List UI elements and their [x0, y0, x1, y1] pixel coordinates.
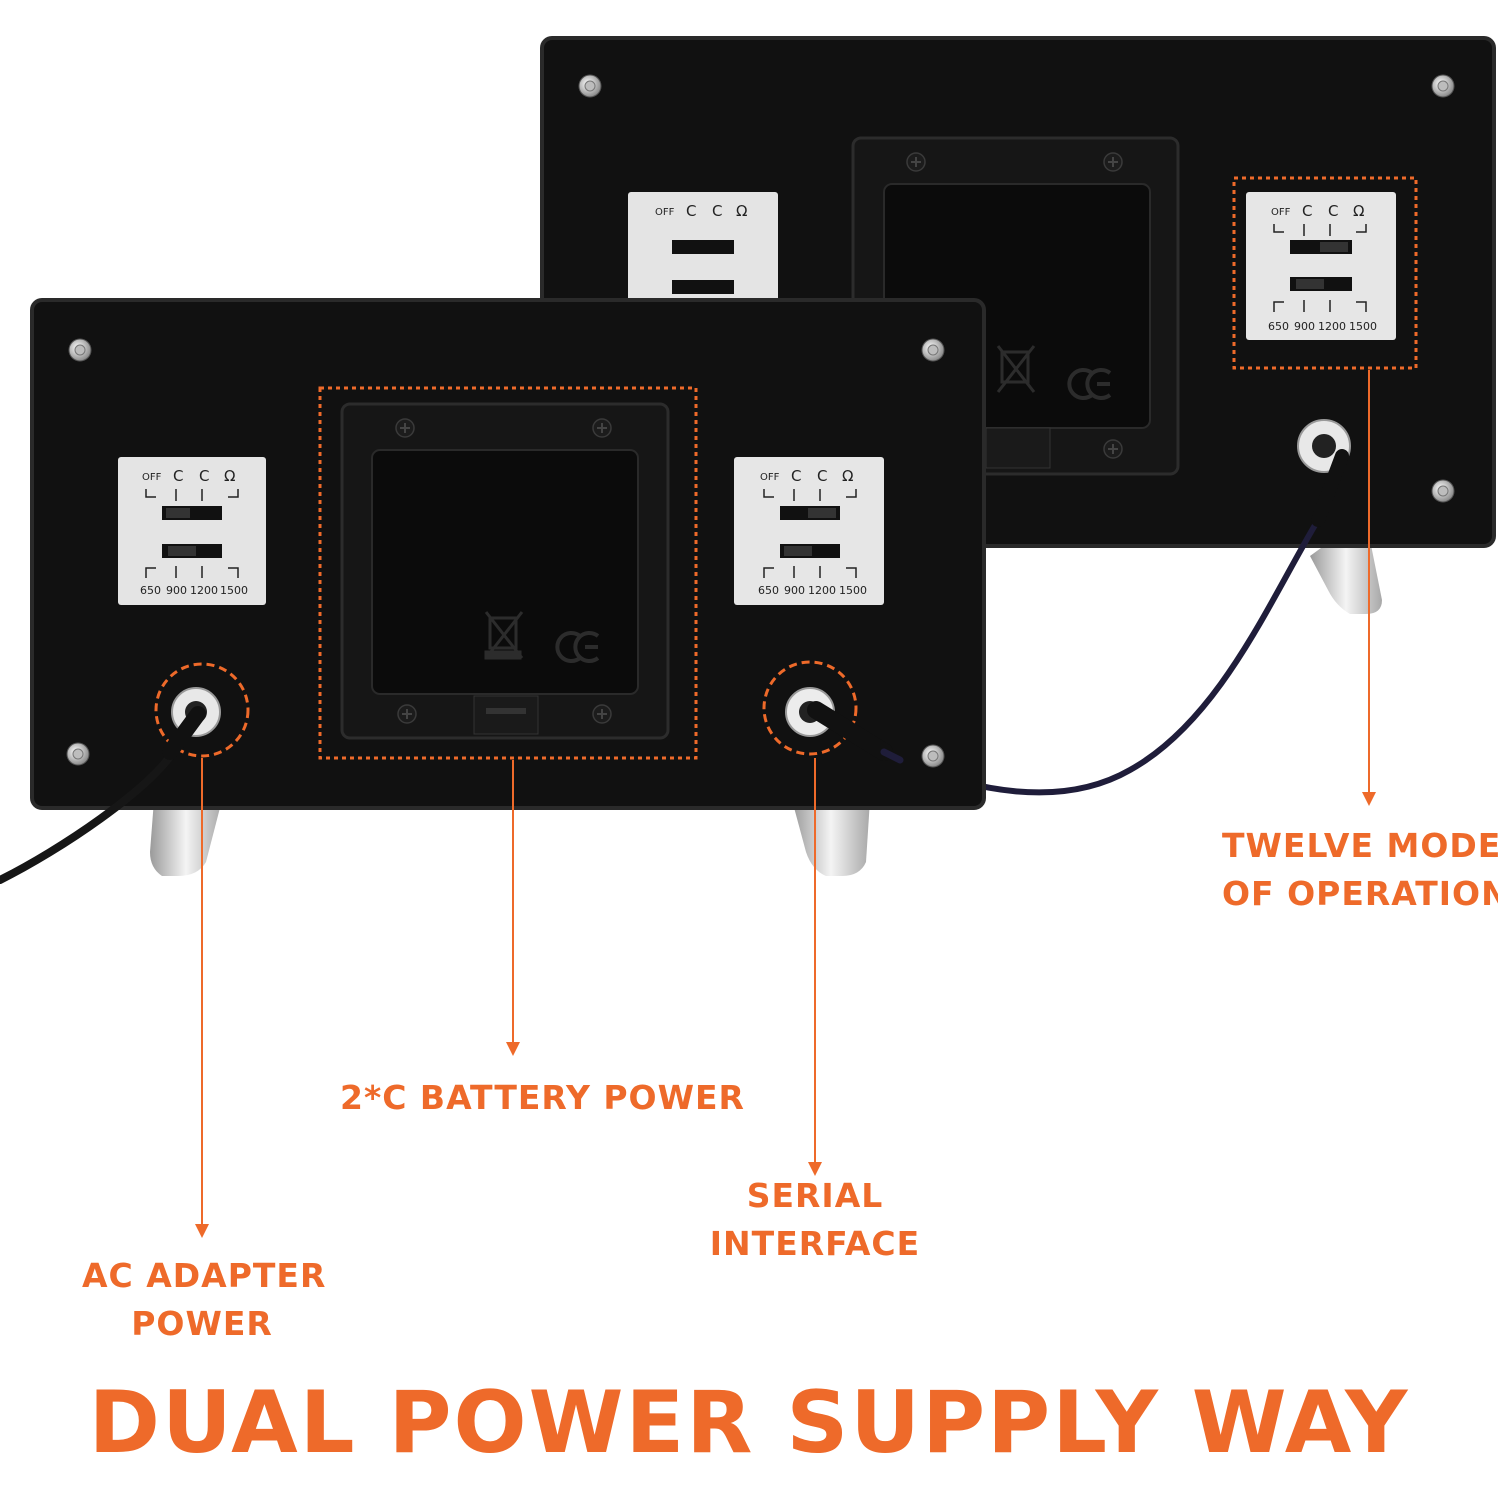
screw-icon: [395, 418, 415, 438]
svg-text:Ω: Ω: [842, 467, 853, 485]
battery-power-line1: 2*C BATTERY POWER: [340, 1078, 745, 1117]
screw-icon: [592, 704, 612, 724]
serial-interface-label: SERIAL INTERFACE: [700, 1172, 930, 1268]
svg-text:C: C: [1328, 202, 1338, 220]
twelve-modes-line2: OF OPERATION: [1222, 874, 1498, 913]
screw-icon: [1431, 74, 1455, 98]
svg-text:C: C: [791, 467, 801, 485]
svg-text:1500: 1500: [220, 584, 248, 597]
ce-mark-icon: [555, 631, 600, 663]
front-device: OFF C C Ω 650 900 1200 1500 OFF C C Ω 65…: [0, 298, 986, 884]
svg-text:OFF: OFF: [142, 472, 162, 483]
back-left-switch-panel: OFF C C Ω: [628, 192, 778, 302]
svg-text:OFF: OFF: [1271, 207, 1291, 218]
front-right-switch-panel: OFF C C Ω 650 900 1200 1500: [734, 457, 884, 605]
serial-line2: INTERFACE: [709, 1224, 921, 1263]
ac-adapter-label: AC ADAPTER POWER: [82, 1252, 327, 1348]
battery-latch: [473, 695, 539, 735]
screw-icon: [592, 418, 612, 438]
callout-lines: [195, 370, 1376, 1238]
svg-text:650: 650: [140, 584, 161, 597]
screw-icon: [1103, 152, 1123, 172]
svg-text:900: 900: [784, 584, 805, 597]
serial-line1: SERIAL: [746, 1176, 884, 1215]
screw-icon: [578, 74, 602, 98]
battery-power-label: 2*C BATTERY POWER: [340, 1074, 745, 1122]
ce-mark-icon: [1067, 368, 1112, 400]
svg-text:C: C: [1302, 202, 1312, 220]
twelve-modes-line1: TWELVE MODES: [1222, 826, 1498, 865]
svg-text:Ω: Ω: [736, 202, 747, 220]
svg-text:C: C: [173, 467, 183, 485]
weee-bin-icon: [484, 611, 524, 660]
battery-highlight: [318, 386, 698, 760]
back-stand-foot: [1310, 540, 1382, 614]
svg-text:1500: 1500: [839, 584, 867, 597]
serial-port-highlight: [762, 660, 858, 756]
svg-text:900: 900: [166, 584, 187, 597]
svg-text:1500: 1500: [1349, 320, 1377, 333]
screw-icon: [397, 704, 417, 724]
svg-text:OFF: OFF: [760, 472, 780, 483]
screw-icon: [1431, 479, 1455, 503]
svg-text:C: C: [712, 202, 722, 220]
svg-text:1200: 1200: [190, 584, 218, 597]
svg-text:C: C: [199, 467, 209, 485]
back-right-switch-panel: OFF C C Ω 650 900 1200 1500: [1246, 192, 1396, 340]
twelve-modes-label: TWELVE MODES OF OPERATION: [1222, 822, 1498, 918]
svg-text:1200: 1200: [1318, 320, 1346, 333]
ac-adapter-line2: POWER: [131, 1304, 273, 1343]
svg-text:650: 650: [758, 584, 779, 597]
svg-text:650: 650: [1268, 320, 1289, 333]
screw-icon: [921, 338, 945, 362]
svg-text:C: C: [686, 202, 696, 220]
panel-off-label: OFF: [655, 207, 675, 218]
screw-icon: [906, 152, 926, 172]
front-stand-foot-left: [150, 800, 222, 876]
front-stand-foot-right: [792, 800, 870, 876]
ac-port-highlight: [154, 662, 250, 758]
ac-adapter-line1: AC ADAPTER: [82, 1256, 327, 1295]
svg-text:1200: 1200: [808, 584, 836, 597]
screw-icon: [66, 742, 90, 766]
headline: DUAL POWER SUPPLY WAY: [88, 1373, 1410, 1473]
svg-text:900: 900: [1294, 320, 1315, 333]
svg-text:Ω: Ω: [1353, 202, 1364, 220]
twelve-modes-highlight: [1232, 176, 1418, 370]
screw-icon: [1103, 439, 1123, 459]
svg-text:C: C: [817, 467, 827, 485]
front-left-switch-panel: OFF C C Ω 650 900 1200 1500: [118, 457, 266, 605]
weee-bin-icon: [996, 345, 1036, 393]
screw-icon: [68, 338, 92, 362]
svg-text:Ω: Ω: [224, 467, 235, 485]
screw-icon: [921, 744, 945, 768]
